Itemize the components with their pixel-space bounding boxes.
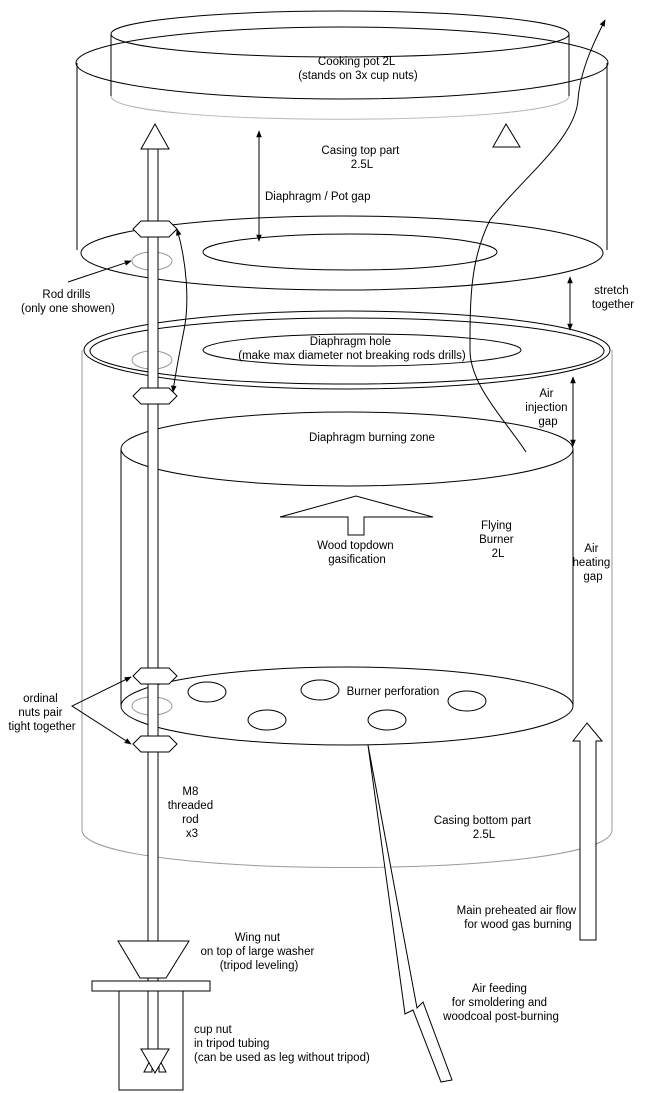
ordinal-nuts-pointers: [70, 676, 132, 745]
cooking-pot-shape: [110, 10, 570, 120]
gasification-arrow: [279, 495, 434, 536]
main-air-flow-label: Main preheated air flow for wood gas bur…: [457, 905, 580, 931]
air-feeding-pointer: [367, 744, 453, 1083]
burner-perforation-holes: [187, 679, 487, 731]
casing-bottom-label: Casing bottom part 2.5L: [434, 815, 534, 841]
burning-zone-label: Diaphragm burning zone: [309, 432, 435, 444]
pot-gap-label: Diaphragm / Pot gap: [265, 191, 370, 203]
casing-top-label: Casing top part 2.5L: [321, 145, 402, 171]
rod-drills-label: Rod drills (only one showen): [21, 289, 115, 315]
gas-flow-curve: [469, 19, 606, 453]
gasification-label: Wood topdown gasification: [317, 540, 397, 566]
nut-bracket-curve: [170, 228, 188, 393]
cooking-pot-label: Cooking pot 2L (stands on 3x cup nuts): [298, 56, 418, 82]
threaded-rod: [140, 122, 170, 1074]
flying-burner-label: Flying Burner 2L: [479, 520, 517, 560]
air-feeding-label: Air feeding for smoldering and woodcoal …: [442, 983, 559, 1023]
pot-stand-triangle: [492, 123, 521, 148]
rod-drills-pointer: [67, 260, 132, 283]
diaphragm-hole-label: Diaphragm hole (make max diameter not br…: [238, 336, 466, 362]
stretch-label: stretch together: [592, 285, 634, 311]
flying-burner-shape: [120, 411, 574, 746]
tripod-hardware: [91, 940, 211, 1091]
rod-label: M8 threaded rod x3: [168, 786, 217, 840]
main-air-flow-arrow: [571, 722, 604, 941]
wing-nut-label: Wing nut on top of large washer (tripod …: [201, 932, 318, 972]
injection-gap-label: Air injection gap: [525, 388, 570, 428]
ordinal-nuts-label: ordinal nuts pair tight together: [8, 693, 75, 733]
rod-nuts: [132, 220, 178, 753]
cup-nut-label: cup nut in tripod tubing (can be used as…: [194, 1024, 370, 1064]
casing-bottom-shape: [81, 310, 613, 868]
perforation-label: Burner perforation: [347, 686, 440, 698]
heating-gap-label: Air heating gap: [573, 543, 614, 583]
